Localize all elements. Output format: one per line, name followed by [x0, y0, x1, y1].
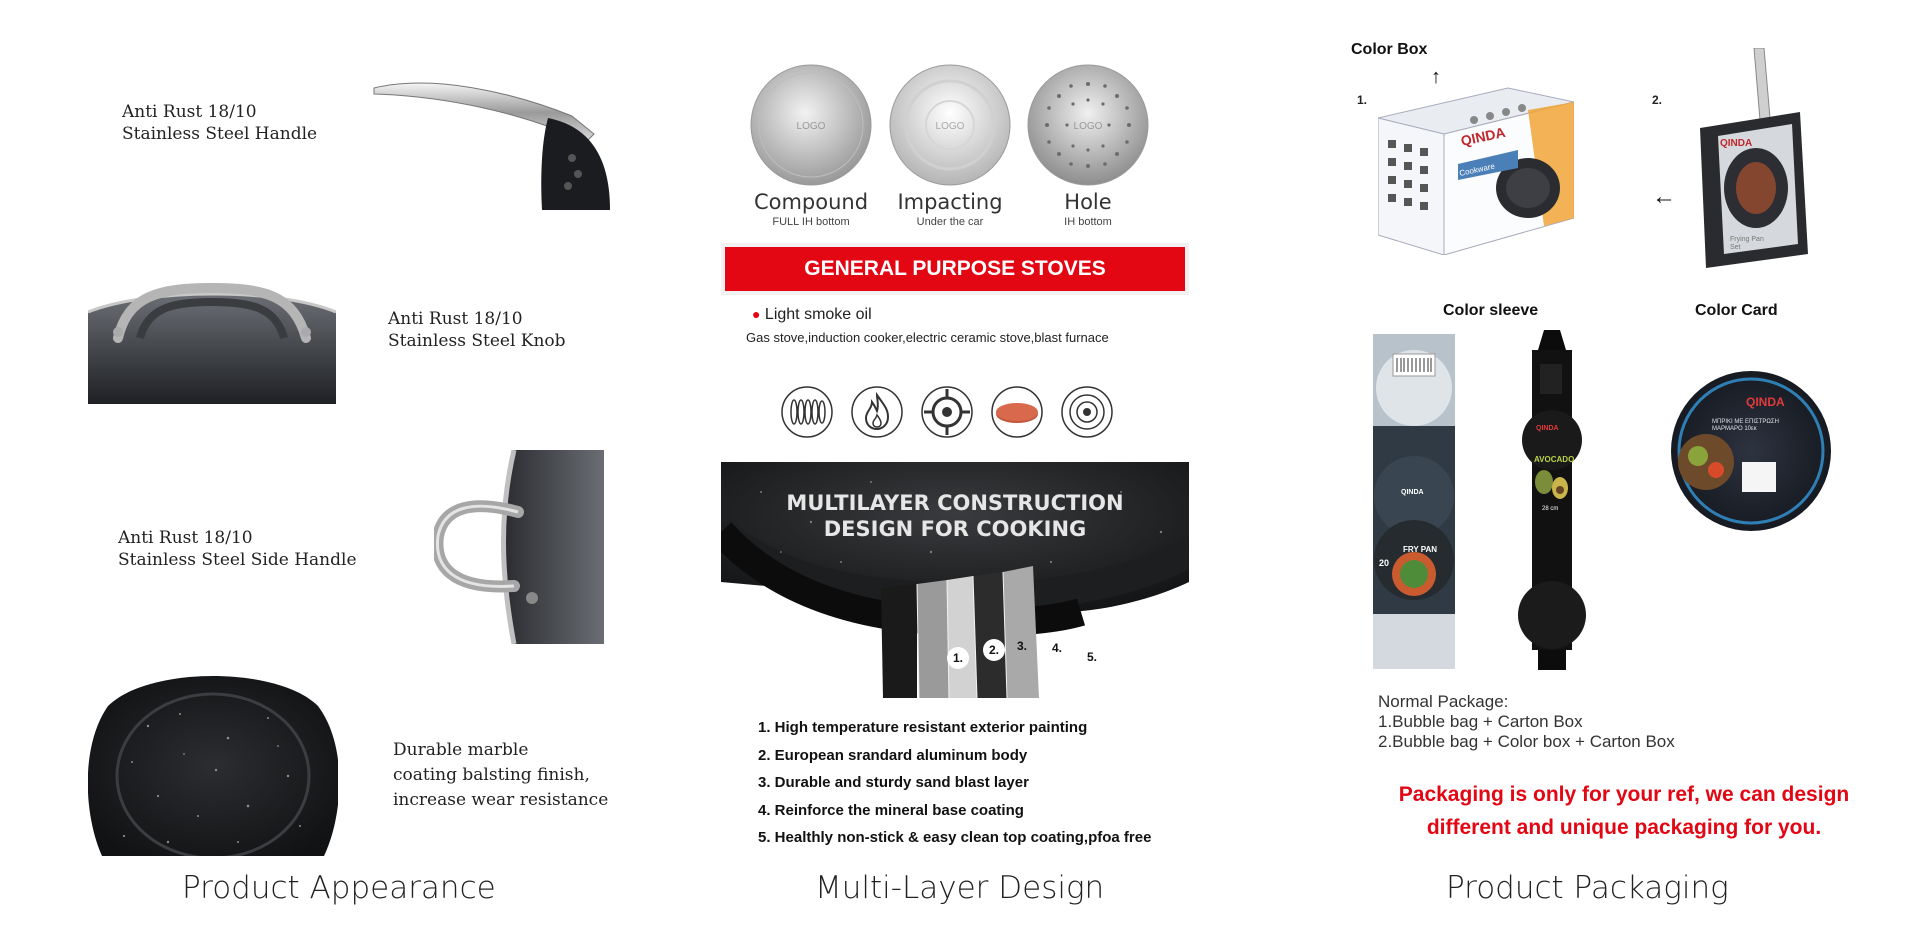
color-card-image: QINDA [1671, 371, 1831, 531]
logo-text: LOGO [1074, 121, 1103, 132]
flame-icon [851, 386, 903, 438]
gas-burner-icon [921, 386, 973, 438]
color-card-label: Color Card [1695, 302, 1778, 319]
bottom-name: Compound [753, 190, 869, 214]
disclaimer-line: Packaging is only for your ref, we can d… [1398, 783, 1850, 806]
layer-number-2: 2. [983, 639, 1005, 661]
arrow-left-icon: ← [1652, 183, 1676, 210]
normal-package-item: 1.Bubble bag + Carton Box [1378, 712, 1583, 731]
sleeve2-product: AVOCADO [1534, 455, 1574, 464]
feature-label-marble: Durable marble coating balsting finish, … [393, 740, 609, 810]
layer-list: 1. High temperature resistant exterior p… [758, 714, 1151, 852]
color-box-image: QINDA Cookware [1378, 87, 1574, 255]
bottom-name: Hole [1064, 190, 1112, 214]
packaging-disclaimer: Packaging is only for your ref, we can d… [1336, 778, 1912, 844]
marble-coating-image [88, 676, 338, 856]
section-title-multilayer: Multi-Layer Design [815, 870, 1105, 906]
sleeve-fry-pan-image: FRY PAN 20 QINDA [1373, 334, 1455, 669]
multilayer-pan-image: MULTILAYER CONSTRUCTION DESIGN FOR COOKI… [721, 462, 1189, 698]
layer-item: 3. Durable and sturdy sand blast layer [758, 774, 1029, 791]
sleeve2-brand: QINDA [1536, 425, 1559, 432]
feature-label-handle: Anti Rust 18/10 Stainless Steel Handle [122, 102, 318, 144]
layer-item: 4. Reinforce the mineral base coating [758, 801, 1024, 819]
stainless-side-handle-image [434, 450, 604, 644]
ceramic-plate-icon [991, 386, 1043, 438]
normal-package-item: 2.Bubble bag + Color box + Carton Box [1378, 732, 1675, 751]
section-title-appearance: Product Appearance [182, 870, 496, 906]
layer-item: 1. High temperature resistant exterior p… [758, 719, 1088, 736]
stoves-banner: GENERAL PURPOSE STOVES [721, 243, 1189, 295]
layer-number-1: 1. [947, 647, 969, 669]
stoves-list-text: Gas stove,induction cooker,electric cera… [746, 330, 1109, 345]
bottom-sub: IH bottom [1064, 216, 1112, 228]
color-box-label: Color Box [1351, 41, 1428, 58]
color-sleeve-label: Color sleeve [1443, 302, 1539, 319]
section-title-packaging: Product Packaging [1446, 870, 1729, 906]
logo-text: LOGO [797, 121, 826, 132]
logo-text: LOGO [936, 121, 965, 132]
bullet-line: ● Light smoke oil [752, 306, 872, 324]
construction-title-line2: DESIGN FOR COOKING [823, 517, 1087, 541]
red-bullet-icon: ● [752, 306, 761, 322]
item-number-2: 2. [1652, 93, 1663, 107]
color-card-box-image: QINDA [1700, 48, 1808, 268]
normal-package-note: Normal Package: 1.Bubble bag + Carton Bo… [1378, 692, 1675, 752]
card-fine-text: Frying Pan Set [1730, 236, 1764, 251]
bottom-sub: Under the car [916, 216, 984, 228]
normal-package-title: Normal Package: [1378, 692, 1509, 711]
bullet-text: Light smoke oil [764, 306, 872, 323]
construction-title-line1: MULTILAYER CONSTRUCTION [786, 491, 1124, 515]
layer-number-4: 4. [1046, 637, 1068, 659]
stoves-banner-text: GENERAL PURPOSE STOVES [725, 247, 1185, 291]
impacting-bottom-disc: LOGO [889, 64, 1011, 186]
construction-title: MULTILAYER CONSTRUCTION DESIGN FOR COOKI… [721, 490, 1189, 542]
bottom-sub: FULL IH bottom [772, 216, 850, 228]
feature-label-side-handle: Anti Rust 18/10 Stainless Steel Side Han… [118, 528, 357, 570]
sleeve1-product: FRY PAN [1403, 545, 1437, 554]
layer-item: 5. Healthly non-stick & easy clean top c… [758, 829, 1152, 846]
stainless-knob-image [88, 282, 336, 404]
compound-bottom-disc: LOGO [750, 64, 872, 186]
sleeve-avocado-image: QINDA AVOCADO 28 cm [1518, 330, 1586, 670]
bottom-name: Impacting [897, 190, 1003, 214]
bottom-label-hole: Hole IH bottom [1008, 190, 1168, 228]
hole-bottom-disc: LOGO [1027, 64, 1149, 186]
coil-stove-icon [781, 386, 833, 438]
arrow-up-icon: ↑ [1431, 66, 1441, 88]
stainless-handle-image [373, 82, 610, 210]
sleeve2-size: 28 cm [1542, 506, 1558, 512]
sleeve1-brand: QINDA [1401, 489, 1424, 496]
induction-icon [1061, 386, 1113, 438]
stove-icons-row [780, 385, 1130, 441]
layer-item: 2. European srandard aluminum body [758, 746, 1028, 764]
disclaimer-line: different and unique packaging for you. [1426, 816, 1822, 839]
bottom-label-impacting: Impacting Under the car [870, 190, 1030, 228]
card-greek-text: ΜΠΡΙΚΙ ΜΕ ΕΠΙΣΤΡΩΣΗ ΜΑΡΜΑΡΟ 10εκ [1712, 419, 1779, 432]
card-brand: QINDA [1720, 138, 1752, 149]
sleeve1-size: 20 [1379, 558, 1389, 568]
bottom-label-compound: Compound FULL IH bottom [731, 190, 891, 228]
card-disc-brand: QINDA [1746, 395, 1785, 409]
layer-number-5: 5. [1081, 646, 1103, 668]
feature-label-knob: Anti Rust 18/10 Stainless Steel Knob [388, 309, 566, 351]
item-number-1: 1. [1357, 93, 1368, 107]
layer-number-3: 3. [1016, 639, 1027, 653]
